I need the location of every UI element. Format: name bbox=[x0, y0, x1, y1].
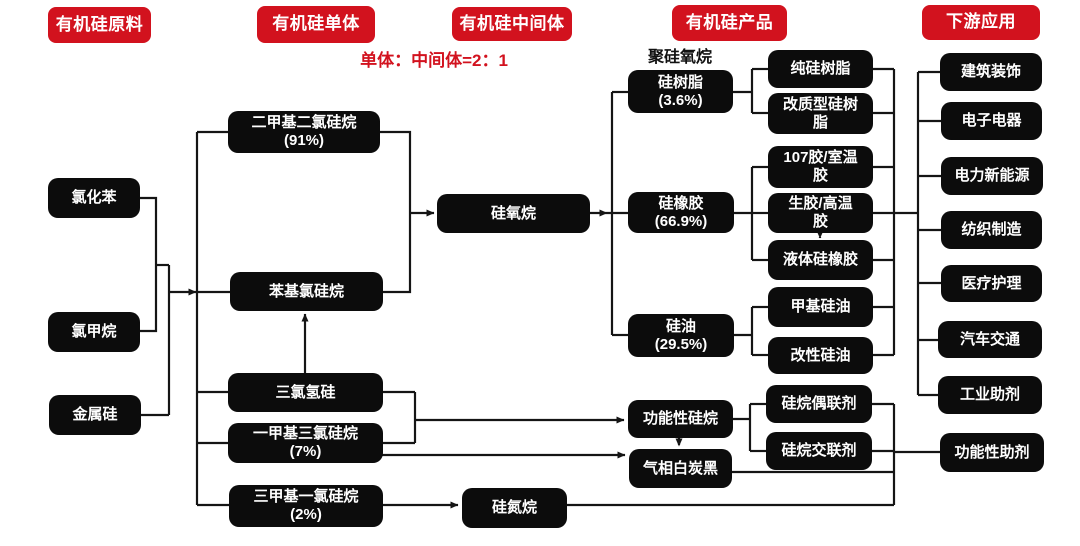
node-methyl-silicone-oil: 甲基硅油 bbox=[768, 287, 873, 327]
node-app-electronics: 电子电器 bbox=[941, 102, 1042, 140]
node-functional-additives: 功能性助剂 bbox=[940, 433, 1044, 472]
node-silane-coupling-agent: 硅烷偶联剂 bbox=[766, 385, 872, 423]
node-app-automotive: 汽车交通 bbox=[938, 321, 1042, 358]
header-raw-materials: 有机硅原料 bbox=[48, 7, 151, 43]
node-methyltrichlorosilane: 一甲基三氯硅烷 (7%) bbox=[228, 423, 383, 463]
header-intermediates: 有机硅中间体 bbox=[452, 7, 572, 41]
node-app-textile: 纺织制造 bbox=[941, 211, 1042, 249]
node-silicone-oil: 硅油 (29.5%) bbox=[628, 314, 734, 357]
node-trimethylchlorosilane: 三甲基一氯硅烷 (2%) bbox=[229, 485, 383, 527]
node-trichlorosilane: 三氯氢硅 bbox=[228, 373, 383, 412]
node-chloromethane: 氯甲烷 bbox=[48, 312, 140, 352]
node-modified-silicone-oil: 改性硅油 bbox=[768, 337, 873, 374]
node-liquid-silicone-rubber: 液体硅橡胶 bbox=[768, 240, 873, 280]
node-app-industrial-additives: 工业助剂 bbox=[938, 376, 1042, 414]
node-silazane: 硅氮烷 bbox=[462, 488, 567, 528]
node-modified-silicone-resin: 改质型硅树 脂 bbox=[768, 93, 873, 134]
node-silicone-rubber: 硅橡胶 (66.9%) bbox=[628, 192, 734, 233]
node-silicon-metal: 金属硅 bbox=[49, 395, 141, 435]
node-silane-crosslinker: 硅烷交联剂 bbox=[766, 432, 872, 470]
node-app-construction: 建筑装饰 bbox=[940, 53, 1042, 91]
node-fumed-silica: 气相白炭黑 bbox=[629, 449, 732, 488]
node-107-room-temp-rubber: 107胶/室温 胶 bbox=[768, 146, 873, 188]
node-dimethyldichlorosilane: 二甲基二氯硅烷 (91%) bbox=[228, 111, 380, 153]
polysiloxane-label: 聚硅氧烷 bbox=[647, 49, 712, 66]
node-phenylchlorosilane: 苯基氯硅烷 bbox=[230, 272, 383, 311]
header-downstream: 下游应用 bbox=[922, 5, 1040, 40]
header-products: 有机硅产品 bbox=[672, 5, 787, 41]
node-functional-silane: 功能性硅烷 bbox=[628, 400, 733, 438]
ratio-note: 单体：中间体=2：1 bbox=[360, 50, 508, 70]
node-chlorobenzene: 氯化苯 bbox=[48, 178, 140, 218]
node-silicone-resin: 硅树脂 (3.6%) bbox=[628, 70, 733, 113]
node-app-power-new-energy: 电力新能源 bbox=[941, 157, 1043, 195]
header-monomers: 有机硅单体 bbox=[257, 6, 375, 43]
node-raw-high-temp-rubber: 生胶/高温 胶 bbox=[768, 193, 873, 233]
node-pure-silicone-resin: 纯硅树脂 bbox=[768, 50, 873, 88]
node-app-medical-care: 医疗护理 bbox=[941, 265, 1042, 302]
node-siloxane: 硅氧烷 bbox=[437, 194, 590, 233]
